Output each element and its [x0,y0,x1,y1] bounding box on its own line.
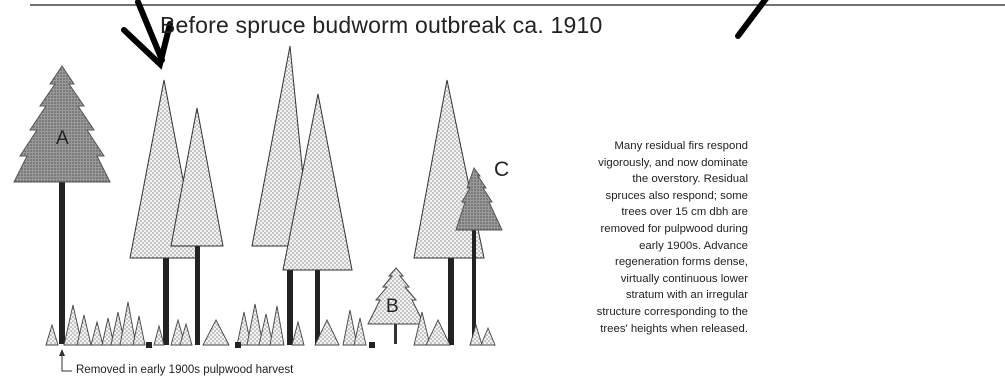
tree-fir-2 [171,108,223,345]
tree-a-spruce [14,66,110,344]
footnote-pointer [59,349,72,371]
caption-line: Many residual firs respond [552,138,748,155]
regeneration-understory [46,302,495,345]
caption-line: stratum with an irregular [552,287,748,304]
caption-line: trees over 15 cm dbh are [552,204,748,221]
caption-line: spruces also respond; some [552,188,748,205]
caption-line: early 1900s. Advance [552,238,748,255]
caption-line: regeneration forms dense, [552,254,748,271]
tree-label-b: B [386,296,399,318]
caption-line: the overstory. Residual [552,171,748,188]
tree-label-a: A [56,128,69,150]
tree-label-c: C [494,158,509,182]
caption-line: vigorously, and now dominate [552,155,748,172]
harvest-footnote: Removed in early 1900s pulpwood harvest [76,364,293,376]
caption-line: trees' heights when released. [552,321,748,338]
diagram-title: Before spruce budworm outbreak ca. 1910 [160,12,603,39]
caption-line: removed for pulpwood during [552,221,748,238]
caption-line: virtually continuous lower [552,271,748,288]
caption-line: structure corresponding to the [552,304,748,321]
caption-text: Many residual firs respond vigorously, a… [552,138,748,337]
